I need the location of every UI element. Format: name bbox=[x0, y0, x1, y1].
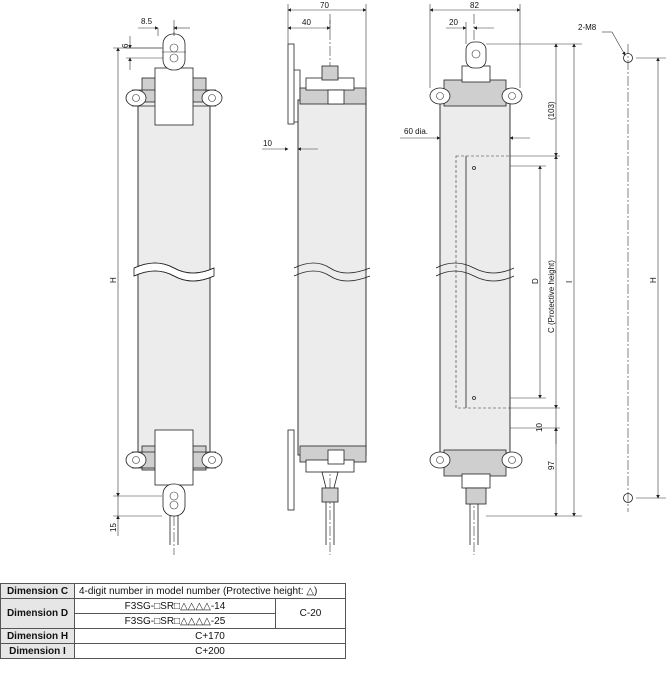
table-row: Dimension D F3SG-□SR□△△△△-14 C-20 bbox=[0, 598, 346, 629]
table-cell: F3SG-□SR□△△△△-25 bbox=[74, 613, 276, 629]
left-view: 8.5 6 H 15 bbox=[109, 17, 223, 555]
dim-hole-pitch: H bbox=[649, 277, 658, 283]
dim-bracket-thickness: 10 bbox=[263, 139, 272, 148]
table-cell: 4-digit number in model number (Protecti… bbox=[74, 583, 346, 599]
dim-front-offset: 20 bbox=[449, 18, 458, 27]
table-row: Dimension H C+170 bbox=[0, 628, 346, 644]
dim-protective-height: C (Protective height) bbox=[547, 260, 556, 333]
dim-side-depth: 40 bbox=[302, 18, 311, 27]
table-cell: F3SG-□SR□△△△△-14 bbox=[74, 598, 276, 614]
dim-top-pitch: 8.5 bbox=[141, 17, 153, 26]
side-view: 70 40 10 bbox=[262, 1, 371, 555]
dim-bottom-offset: 15 bbox=[109, 523, 118, 532]
table-row: Dimension I C+200 bbox=[0, 643, 346, 659]
dimension-drawing: 8.5 6 H 15 bbox=[109, 1, 666, 555]
front-view: 82 20 60 dia. (103) D C (Protective heig… bbox=[400, 1, 582, 555]
dim-bottom-length: 97 bbox=[547, 461, 556, 470]
row-header: Dimension I bbox=[0, 643, 75, 659]
row-header: Dimension D bbox=[0, 598, 75, 629]
dim-mount-holes: 2-M8 bbox=[578, 23, 597, 32]
dimension-table: Dimension C 4-digit number in model numb… bbox=[0, 583, 346, 659]
dim-front-width: 82 bbox=[470, 1, 479, 10]
dim-diameter: 60 dia. bbox=[404, 127, 428, 136]
table-cell: C+200 bbox=[74, 643, 346, 659]
row-header: Dimension H bbox=[0, 628, 75, 644]
table-cell: C-20 bbox=[275, 598, 346, 629]
dim-top-clearance: (103) bbox=[547, 101, 556, 120]
table-cell: C+170 bbox=[74, 628, 346, 644]
table-row: Dimension C 4-digit number in model numb… bbox=[0, 583, 346, 599]
dim-side-width: 70 bbox=[320, 1, 329, 10]
dim-left-height: H bbox=[109, 277, 118, 283]
dim-overall-length: I bbox=[565, 281, 574, 283]
mounting-hole-pattern: H 2-M8 bbox=[578, 23, 666, 512]
row-header: Dimension C bbox=[0, 583, 75, 599]
dim-top-hole-gap: 6 bbox=[121, 43, 130, 48]
dim-bottom-gap: 10 bbox=[535, 423, 544, 432]
dim-detect-length: D bbox=[531, 278, 540, 284]
